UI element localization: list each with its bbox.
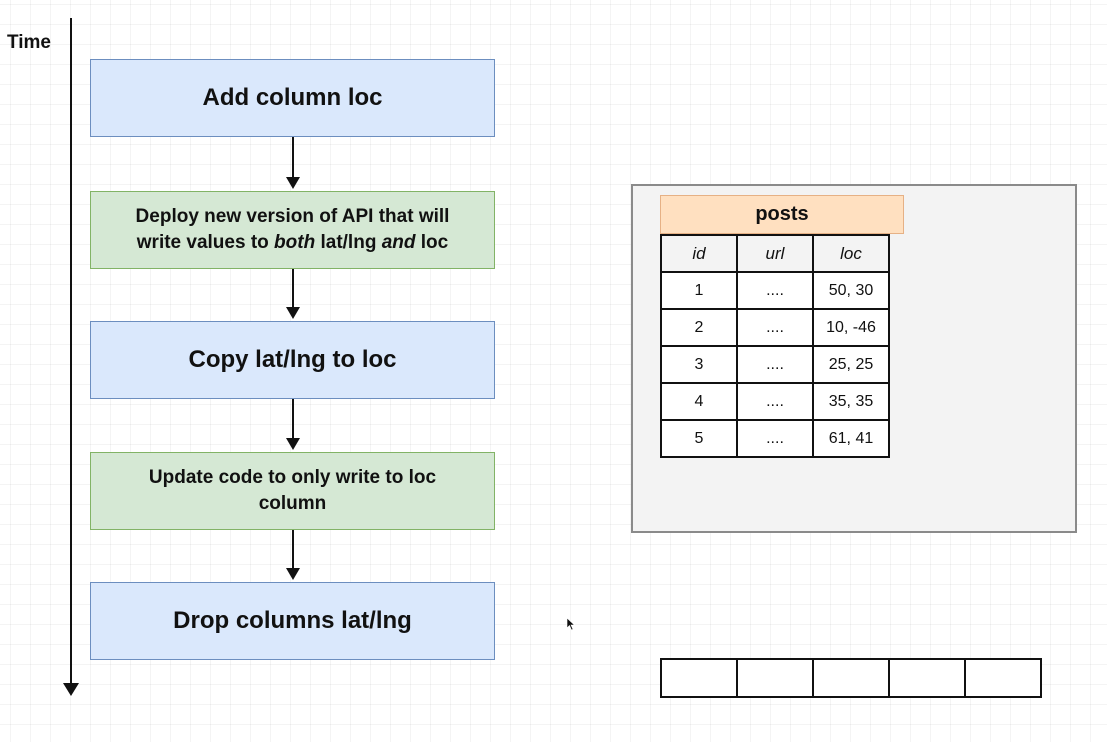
empty-row-shape[interactable] xyxy=(660,658,1042,698)
time-axis-label: Time xyxy=(7,32,52,53)
flow-arrow-line xyxy=(292,269,294,309)
table-name-posts: posts xyxy=(660,195,904,234)
cell-id: 2 xyxy=(660,308,738,347)
step-add-column-loc[interactable]: Add column loc xyxy=(90,59,495,137)
step-label-line-1: Deploy new version of API that will xyxy=(135,206,450,227)
step-label-part: lat/lng xyxy=(315,232,382,253)
step-update-code[interactable]: Update code to only write to loc column xyxy=(90,452,495,530)
step-label-part: loc xyxy=(415,232,449,253)
step-label: Drop columns lat/lng xyxy=(173,607,412,634)
step-deploy-new-api[interactable]: Deploy new version of API that will writ… xyxy=(90,191,495,269)
step-label: Add column loc xyxy=(202,84,383,111)
table-row: 2 .... 10, -46 xyxy=(660,308,890,347)
empty-cell xyxy=(964,658,1042,698)
empty-row xyxy=(660,658,1042,698)
step-copy-lat-lng[interactable]: Copy lat/lng to loc xyxy=(90,321,495,399)
table-row: 5 .... 61, 41 xyxy=(660,419,890,458)
cell-url: .... xyxy=(736,271,814,310)
table-header-row: id url loc xyxy=(660,234,890,273)
step-label: Copy lat/lng to loc xyxy=(188,346,397,373)
step-label: Deploy new version of API that will writ… xyxy=(136,204,450,256)
step-label-part: write values to xyxy=(136,232,275,253)
cell-url: .... xyxy=(736,382,814,421)
step-label-emphasis: both xyxy=(274,232,316,253)
flow-arrow-line xyxy=(292,137,294,179)
cell-loc: 50, 30 xyxy=(812,271,890,310)
cell-url: .... xyxy=(736,345,814,384)
table-row: 1 .... 50, 30 xyxy=(660,271,890,310)
flow-arrow-line xyxy=(292,399,294,440)
step-label-emphasis: and xyxy=(381,232,416,253)
time-axis-arrowhead xyxy=(63,683,79,696)
cell-loc: 35, 35 xyxy=(812,382,890,421)
posts-table: id url loc 1 .... 50, 30 2 .... 10, -46 … xyxy=(660,234,890,458)
column-header-id: id xyxy=(660,234,738,273)
empty-cell xyxy=(736,658,814,698)
cell-url: .... xyxy=(736,308,814,347)
step-label-line-2: column xyxy=(258,493,327,514)
cell-loc: 10, -46 xyxy=(812,308,890,347)
column-header-loc: loc xyxy=(812,234,890,273)
time-axis-line xyxy=(70,18,72,686)
flow-arrow-head xyxy=(286,307,300,319)
cell-id: 4 xyxy=(660,382,738,421)
flow-arrow-line xyxy=(292,530,294,570)
cell-id: 3 xyxy=(660,345,738,384)
table-row: 3 .... 25, 25 xyxy=(660,345,890,384)
cell-id: 1 xyxy=(660,271,738,310)
step-label-line-1: Update code to only write to loc xyxy=(148,467,437,488)
flow-arrow-head xyxy=(286,177,300,189)
flow-arrow-head xyxy=(286,438,300,450)
step-label: Update code to only write to loc column xyxy=(149,465,436,517)
cell-loc: 25, 25 xyxy=(812,345,890,384)
cell-url: .... xyxy=(736,419,814,458)
step-drop-columns[interactable]: Drop columns lat/lng xyxy=(90,582,495,660)
flow-arrow-head xyxy=(286,568,300,580)
cell-id: 5 xyxy=(660,419,738,458)
empty-cell xyxy=(812,658,890,698)
mouse-pointer-icon xyxy=(566,617,576,631)
column-header-url: url xyxy=(736,234,814,273)
cell-loc: 61, 41 xyxy=(812,419,890,458)
table-row: 4 .... 35, 35 xyxy=(660,382,890,421)
empty-cell xyxy=(888,658,966,698)
empty-cell xyxy=(660,658,738,698)
